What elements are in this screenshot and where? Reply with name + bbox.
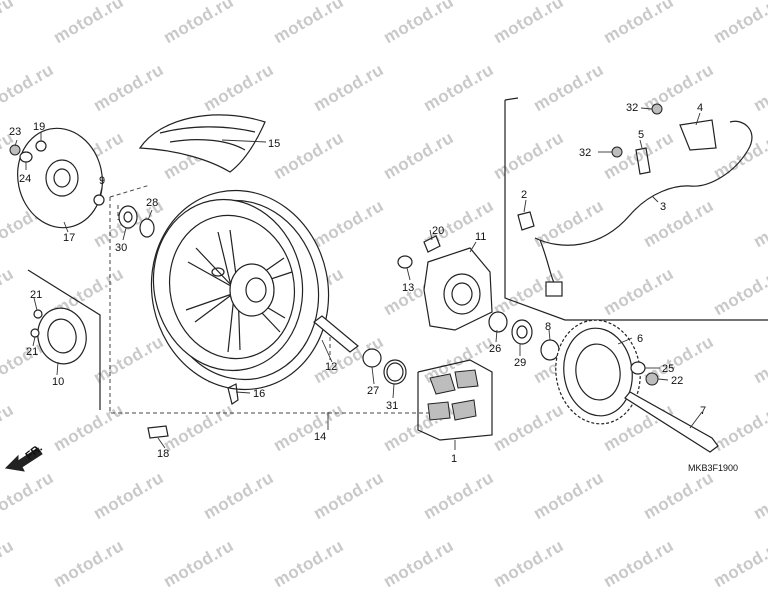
bolt-part-32a [651,103,663,115]
callout-22: 22 [671,375,683,387]
callout-29: 29 [514,357,526,369]
callout-7: 7 [700,405,706,417]
leader-lines [14,107,703,450]
bearing-part-30 [118,205,138,229]
callout-3: 3 [660,201,666,213]
callout-26: 26 [489,343,501,355]
callout-5: 5 [638,129,644,141]
callout-4: 4 [697,102,703,114]
callout-9: 9 [99,175,105,187]
callout-16: 16 [253,388,265,400]
callout-1: 1 [451,453,457,465]
callout-32b: 32 [579,147,591,159]
tone-ring-inset-frame [27,269,101,410]
callout-numbers: 1 2 3 4 5 6 7 8 9 10 11 12 13 14 15 16 1… [9,102,706,465]
diagram-code: MKB3F1900 [688,463,738,473]
callout-10: 10 [52,376,64,388]
washer-part-24 [19,151,33,163]
clamp-part-2 [517,211,535,231]
callout-15: 15 [268,138,280,150]
sensor-bracket-part-4 [679,119,717,151]
tone-ring-part-10 [37,307,87,365]
callout-12: 12 [325,361,337,373]
assembly-frame-top [109,184,151,198]
collar-part-9 [93,194,105,206]
bolt-part-19 [35,140,47,152]
callout-13: 13 [402,282,414,294]
bolt-part-13 [397,255,413,269]
balance-weight-part-18 [147,425,169,439]
abs-inset-frame [504,100,768,321]
spacer-part-12 [313,315,359,353]
seal-part-28 [139,218,155,238]
collar-part-8 [540,339,560,361]
front-direction-arrow [4,447,43,472]
callout-27: 27 [367,385,379,397]
callout-30: 30 [115,242,127,254]
callout-31: 31 [386,400,398,412]
callout-23: 23 [9,126,21,138]
valve-part-16 [227,383,239,405]
washer-part-25 [630,361,646,375]
callout-18: 18 [157,448,169,460]
bearing-part-27 [362,348,382,368]
nut-part-23 [9,144,21,156]
callout-19: 19 [33,121,45,133]
hub-part-11 [423,247,493,331]
callout-25: 25 [662,363,674,375]
assembly-frame [109,197,440,414]
axle-part-7 [624,391,719,453]
bolt-part-32b [611,146,623,158]
nut-part-22 [645,372,659,386]
callout-21b: 21 [26,346,38,358]
callout-32a: 32 [626,102,638,114]
brake-disc-part-17 [17,127,103,229]
tire-part-15 [138,114,266,173]
callout-11: 11 [475,231,486,243]
callout-21a: 21 [30,289,42,301]
callout-20: 20 [432,225,444,237]
callout-8: 8 [545,321,551,333]
bearing-part-26 [488,311,508,333]
callout-24: 24 [19,173,31,185]
rear-wheel-part-14 [150,189,330,391]
exploded-view-drawing: 1 2 3 4 5 6 7 8 9 10 11 12 13 14 15 16 1… [4,97,768,473]
callout-14: 14 [314,431,326,443]
callout-17: 17 [63,232,75,244]
bolt-part-21b [30,328,40,338]
callout-28: 28 [146,197,158,209]
callout-2: 2 [521,189,527,201]
bracket-part-5 [635,147,651,175]
callout-6: 6 [637,333,643,345]
damper-part-1 [417,359,493,441]
abs-sensor-part-3 [534,120,753,297]
seal-part-29 [511,319,533,345]
bolt-part-21a [33,309,43,319]
